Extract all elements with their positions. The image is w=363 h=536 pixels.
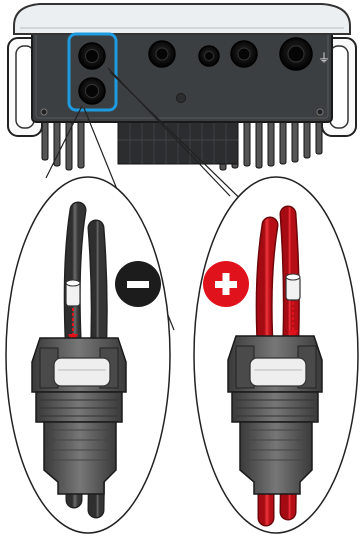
screw-icon — [317, 109, 323, 115]
dc-positive-port — [79, 78, 105, 104]
port-5 — [231, 41, 257, 67]
inverter-lid — [14, 4, 350, 34]
seal-ring — [54, 358, 110, 386]
positive-sign-icon — [203, 261, 249, 307]
port-4 — [199, 46, 219, 66]
dc-negative-port — [79, 43, 105, 69]
sealing-plug — [66, 280, 80, 306]
seal-ring — [250, 358, 306, 386]
inverter-bottom-panel — [32, 22, 332, 122]
sealing-plug — [286, 274, 300, 300]
ac-port — [280, 38, 312, 70]
negative-sign-icon — [115, 261, 161, 307]
ground-symbol-icon: ⏚ — [318, 51, 330, 65]
vent-hole-icon — [177, 94, 186, 103]
screw-icon — [41, 109, 47, 115]
port-3 — [149, 41, 175, 67]
